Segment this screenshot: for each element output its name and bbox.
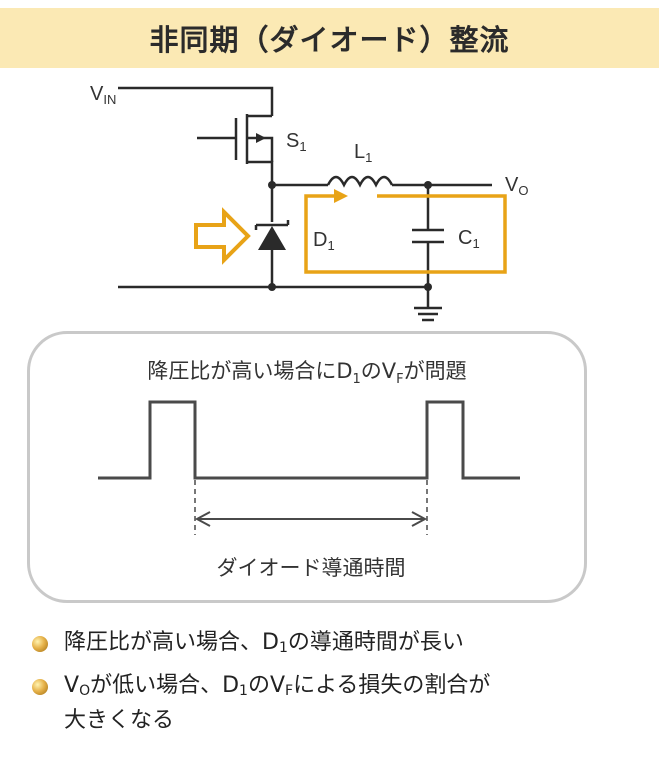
page-title: 非同期（ダイオード）整流 bbox=[149, 23, 510, 57]
diode-pointer-arrow bbox=[194, 207, 251, 265]
bullet-icon bbox=[32, 679, 48, 695]
waveform-panel bbox=[27, 331, 587, 603]
source-lead bbox=[247, 160, 274, 185]
title-bar: 非同期（ダイオード）整流 bbox=[0, 8, 659, 68]
vin-label: VIN bbox=[90, 83, 116, 107]
diode-d1 bbox=[258, 226, 286, 250]
ground-symbol bbox=[414, 306, 442, 322]
s1-label: S1 bbox=[286, 130, 307, 154]
mosfet-arrow bbox=[256, 133, 266, 143]
inductor-l1 bbox=[326, 175, 394, 188]
list-item: 降圧比が高い場合、D1の導通時間が長い bbox=[30, 628, 640, 663]
vin-wire bbox=[118, 86, 274, 116]
list-item: VOが低い場合、D1のVFによる損失の割合が大きくなる bbox=[30, 671, 640, 736]
d1-label: D1 bbox=[313, 229, 335, 253]
bullet-icon bbox=[32, 636, 48, 652]
loop-arrow bbox=[334, 189, 348, 203]
body-lead bbox=[247, 136, 274, 162]
c1-label: C1 bbox=[458, 227, 480, 251]
bullet-list: 降圧比が高い場合、D1の導通時間が長い VOが低い場合、D1のVFによる損失の割… bbox=[30, 628, 640, 744]
current-loop bbox=[304, 194, 507, 274]
l1-label: L1 bbox=[354, 141, 372, 165]
circuit-diagram: VIN S1 L1 VO D1 C1 bbox=[90, 83, 528, 322]
vo-label: VO bbox=[505, 174, 528, 198]
